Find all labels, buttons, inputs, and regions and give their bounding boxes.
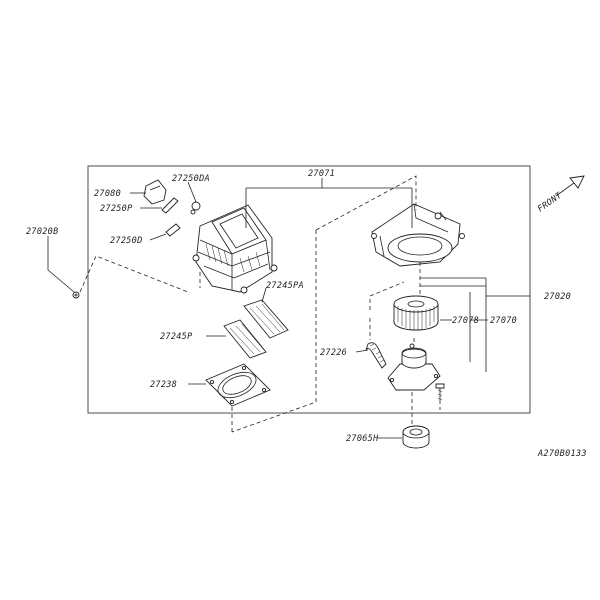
drawing-code: A270B0133 [537,449,587,459]
label-27226: 27226 [320,348,347,358]
label-27071: 27071 [308,169,335,179]
label-27250DA: 27250DA [172,174,210,184]
nut-part [72,291,80,299]
label-27238: 27238 [150,380,177,390]
label-27020: 27020 [544,292,571,302]
seal-gasket [205,363,271,407]
label-27078: 27078 [452,316,479,326]
label-27245PA: 27245PA [266,281,304,291]
label-front: FRONT [536,190,564,214]
damper-link-parts [143,179,201,237]
screw-part [435,383,445,401]
label-27250P: 27250P [100,204,133,214]
blower-case [371,203,465,267]
label-27245P: 27245P [160,332,193,342]
cooling-hose [365,342,387,369]
blower-motor [387,343,441,391]
blower-fan [393,295,439,331]
filter-panels [223,299,289,359]
label-27020B: 27020B [26,227,59,237]
assembly-frame [87,165,531,414]
front-arrow-icon [555,175,585,197]
blower-resistor [402,425,430,449]
label-27070: 27070 [490,316,517,326]
intake-housing [192,204,278,294]
label-27065H: 27065H [346,434,379,444]
label-27080: 27080 [94,189,121,199]
leader-lines [47,175,530,439]
label-27250D: 27250D [110,236,143,246]
